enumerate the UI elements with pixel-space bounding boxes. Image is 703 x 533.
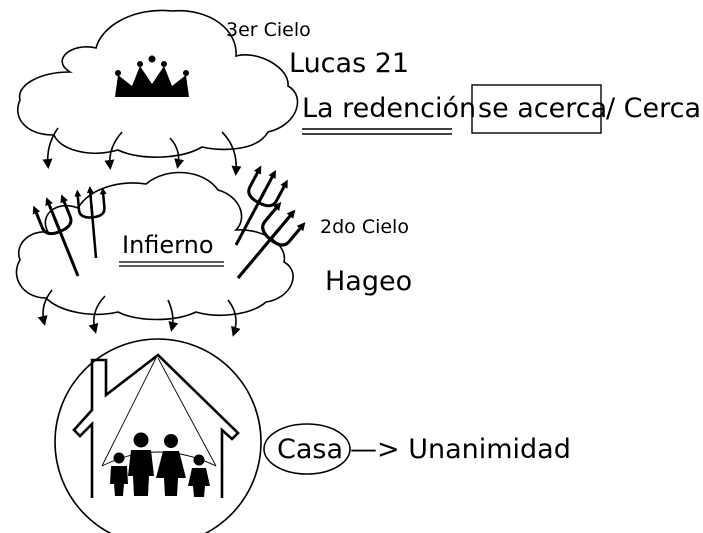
house-icon <box>72 353 240 498</box>
house-oval <box>263 423 351 475</box>
downward-arrows-top <box>42 127 242 176</box>
scripture-hageo-label: Hageo <box>325 266 413 297</box>
house-circle <box>54 338 262 533</box>
unanimity-label: —> Unanimidad <box>350 434 571 465</box>
scripture-lucas-label: Lucas 21 <box>289 48 410 79</box>
third-heaven-label: 3er Cielo <box>226 19 311 41</box>
crown-icon <box>115 55 189 97</box>
house-label: Casa <box>277 434 344 465</box>
hell-label: Infierno <box>122 231 214 259</box>
light-rays <box>101 357 217 467</box>
redemption-label: La redención <box>302 93 477 124</box>
downward-arrows-middle <box>37 289 241 337</box>
approaches-box <box>471 84 602 134</box>
family-icon <box>110 432 210 497</box>
second-heaven-label: 2do Cielo <box>320 216 409 238</box>
approaches-label: se acerca <box>478 93 608 124</box>
near-label: / Cerca <box>606 93 702 124</box>
